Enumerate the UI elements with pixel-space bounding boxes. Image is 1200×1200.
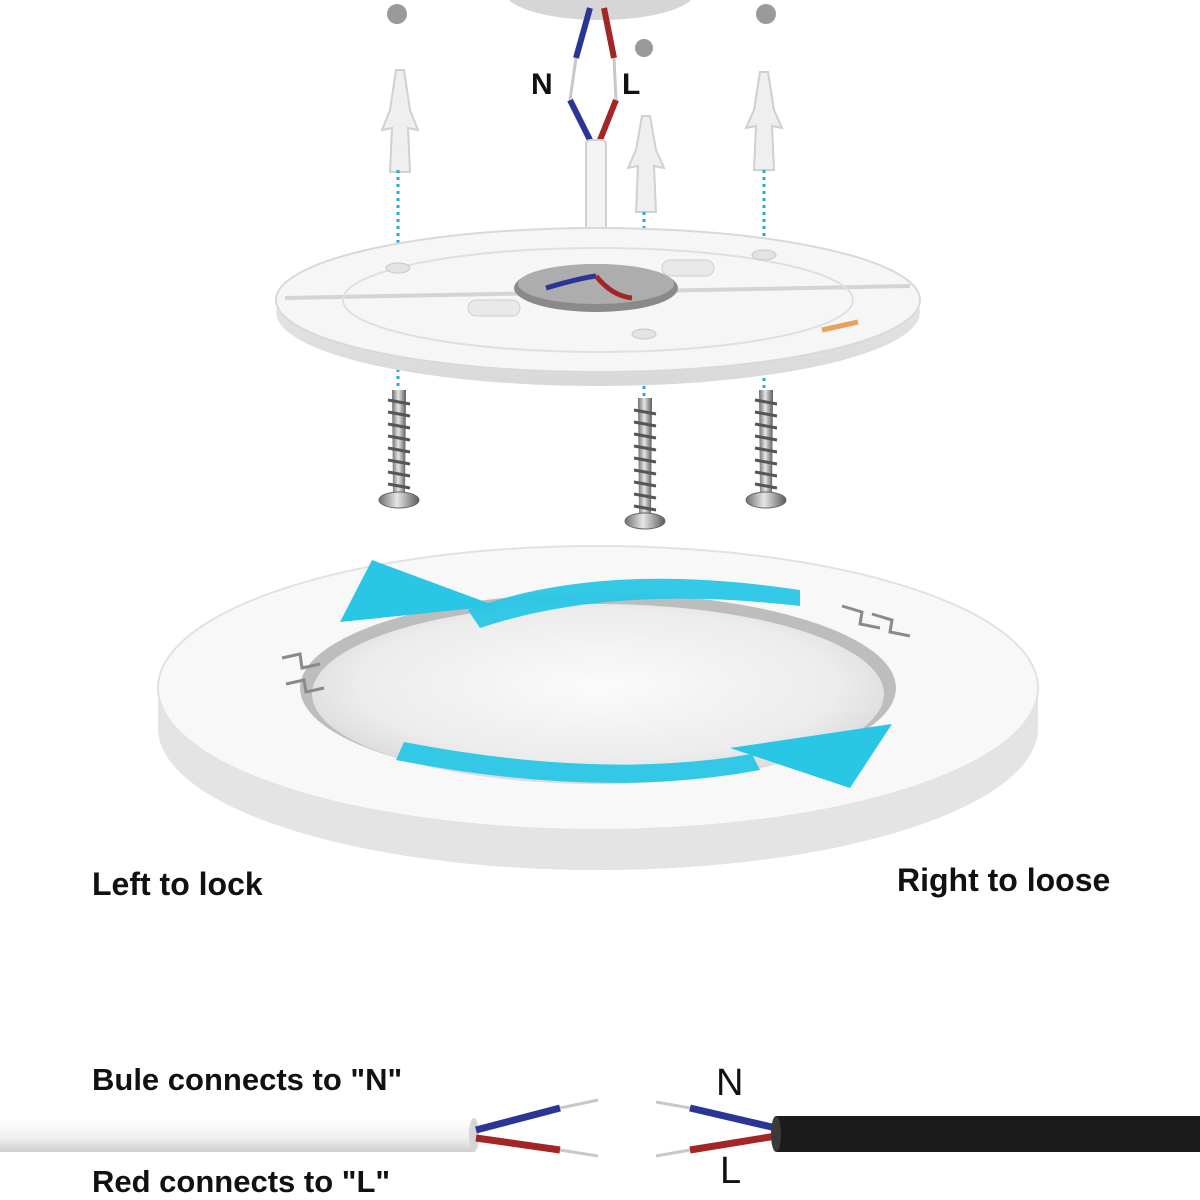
ceiling-mark-dots xyxy=(387,4,776,57)
wall-anchor-center xyxy=(626,115,666,213)
screw-center xyxy=(624,398,666,530)
live-label-top: L xyxy=(622,68,641,101)
lock-clips xyxy=(281,604,911,694)
left-to-lock-label: Left to lock xyxy=(92,866,263,902)
screw-right xyxy=(745,390,787,509)
live-label-right: L xyxy=(720,1150,742,1192)
screw-left xyxy=(378,390,420,509)
wiring-right xyxy=(655,1100,1200,1158)
red-wire-instruction: Red connects to "L" xyxy=(92,1164,391,1199)
mounting-plate xyxy=(275,227,921,386)
blue-wire-instruction: Bule connects to "N" xyxy=(92,1062,403,1097)
neutral-label-top: N xyxy=(531,68,553,101)
right-to-loose-label: Right to loose xyxy=(897,862,1111,898)
ceiling-junction-box xyxy=(508,0,692,20)
rotation-arrows xyxy=(340,560,892,788)
wall-anchor-left xyxy=(380,69,420,173)
wall-anchor-right xyxy=(744,71,784,171)
wiring-left xyxy=(0,1098,599,1158)
neutral-label-right: N xyxy=(716,1062,744,1104)
